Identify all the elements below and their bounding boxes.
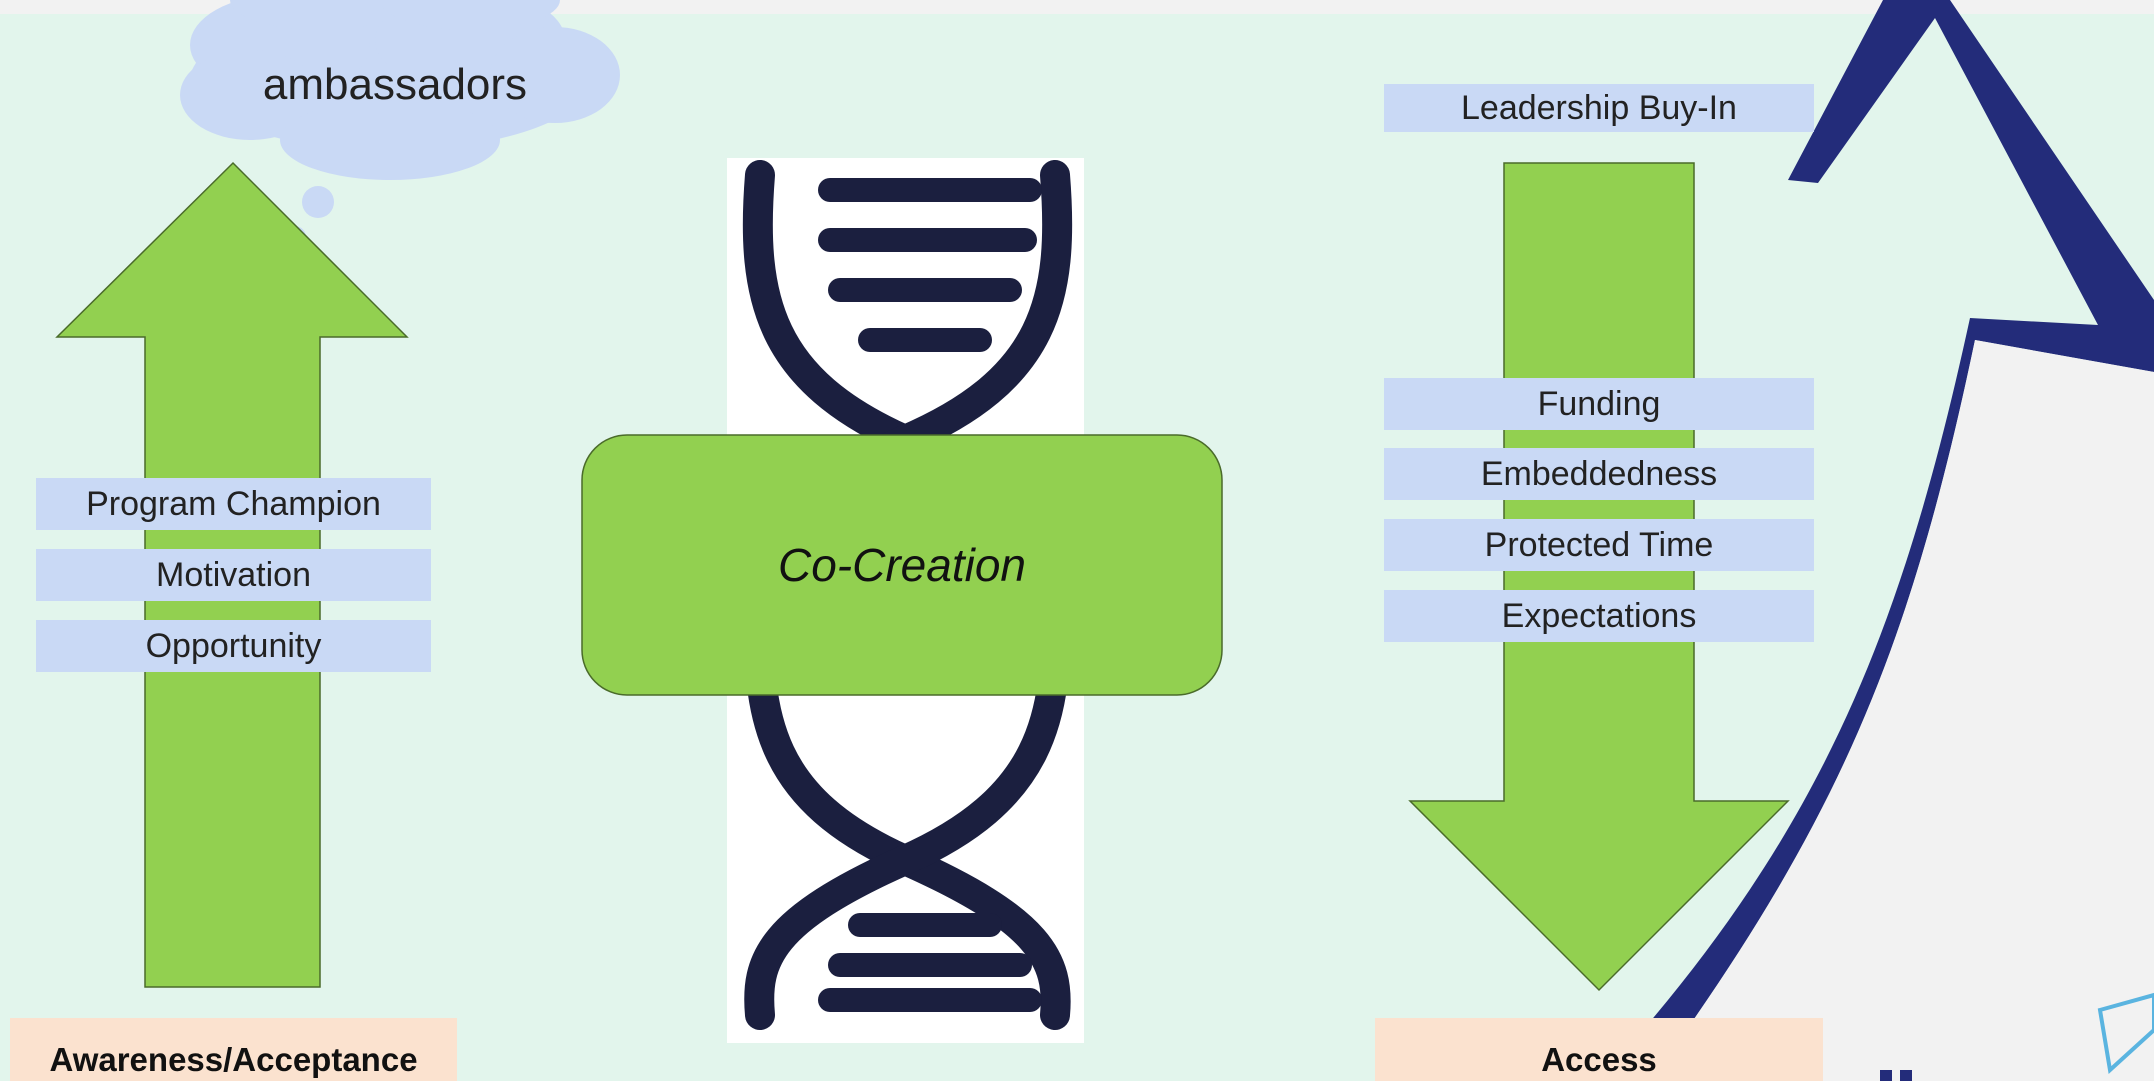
right-label-funding: Funding — [1384, 378, 1814, 430]
cloud-label: ambassadors — [262, 60, 528, 109]
thought-cloud-icon — [180, 0, 620, 268]
co-creation-label: Co-Creation — [778, 539, 1026, 591]
footer-awareness-acceptance: Awareness/Acceptance — [10, 1018, 457, 1081]
right-label-leadership-buy-in: Leadership Buy-In — [1384, 84, 1814, 132]
corner-logo-bar — [1880, 1070, 1892, 1081]
left-label-program-champion: Program Champion — [36, 478, 431, 530]
footer-access: Access — [1375, 1018, 1823, 1081]
right-label-expectations: Expectations — [1384, 590, 1814, 642]
right-label-embeddedness: Embeddedness — [1384, 448, 1814, 500]
left-label-opportunity: Opportunity — [36, 620, 431, 672]
right-label-protected-time: Protected Time — [1384, 519, 1814, 571]
corner-logo-icon — [2097, 992, 2154, 1074]
right-down-arrow — [1408, 162, 1790, 992]
co-creation-box — [581, 434, 1223, 696]
corner-logo-bar — [1900, 1070, 1912, 1081]
background-grey-region — [1650, 340, 2154, 1081]
left-label-motivation: Motivation — [36, 549, 431, 601]
